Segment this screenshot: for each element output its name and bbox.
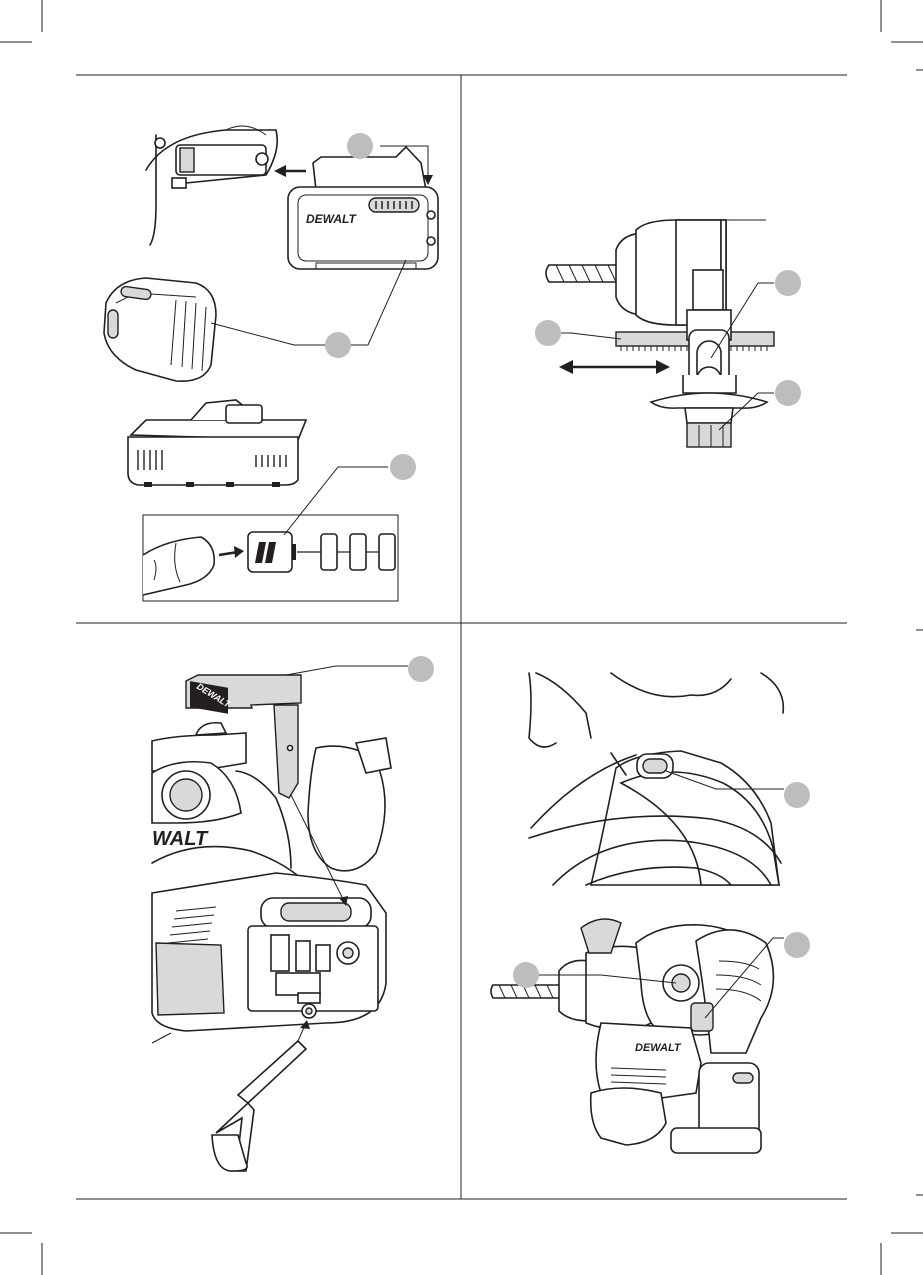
callout-circle (535, 320, 561, 346)
tool-foot-icon (146, 126, 277, 245)
callout-circle (408, 656, 434, 682)
figure-trigger-light: DEWALT (461, 623, 847, 1199)
worklight-icon (529, 673, 783, 885)
figure-hex-key-storage: DEWALT WALT (76, 623, 461, 1199)
rotary-hammer-icon: DEWALT (491, 919, 773, 1153)
battery-pack-angled-icon (104, 278, 216, 381)
callout-circle (775, 380, 801, 406)
callout-circle (784, 782, 810, 808)
figure-battery-install: DEWALT (76, 75, 461, 623)
hex-key-icon (212, 1041, 306, 1171)
finger-icon (143, 537, 214, 595)
callout-circle (325, 332, 351, 358)
slide-arrow-icon (559, 360, 670, 374)
trigger-icon (691, 1003, 713, 1031)
battery-pack-icon: DEWALT (288, 147, 438, 269)
drill-bit-icon (546, 265, 621, 282)
tool-rear-icon: WALT (152, 723, 391, 1043)
callout-circle (390, 454, 416, 480)
callout-circle (775, 270, 801, 296)
insert-arrow-icon (274, 165, 306, 177)
callout-circle (347, 133, 373, 159)
figure-side-handle (461, 75, 847, 623)
charger-icon (128, 400, 306, 487)
callout-circle (513, 962, 539, 988)
battery-logo: DEWALT (306, 212, 357, 226)
tool-body-logo: DEWALT (635, 1042, 682, 1054)
callout-circle (784, 932, 810, 958)
